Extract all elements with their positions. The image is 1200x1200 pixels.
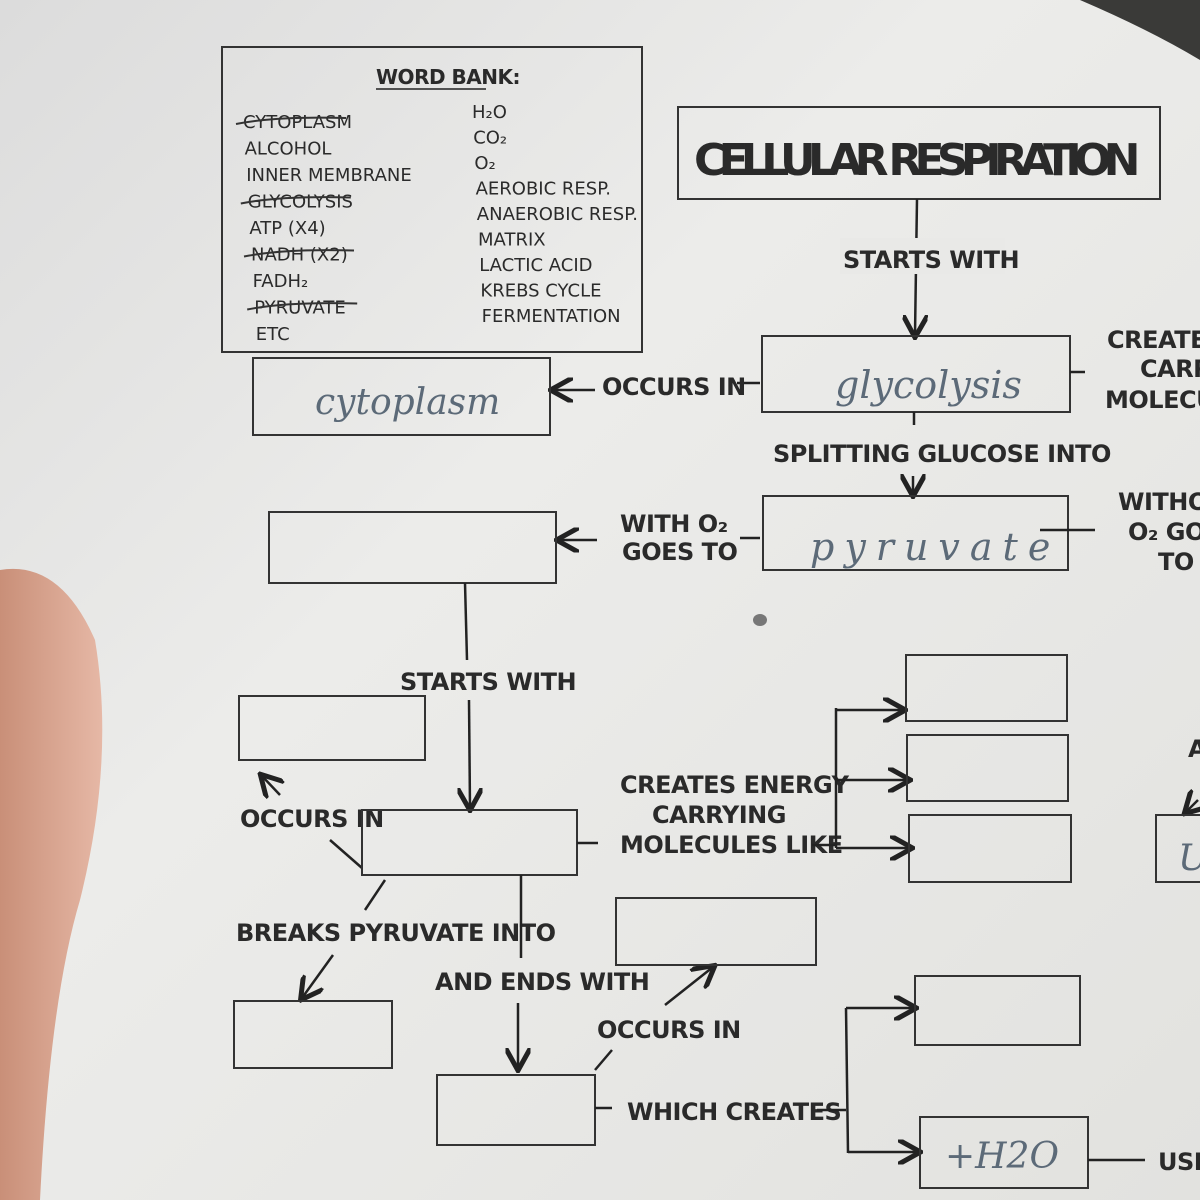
- word-bank-item: ANAEROBIC RESP.: [477, 204, 638, 225]
- answer-box-energy-1[interactable]: [905, 654, 1068, 722]
- word-bank-item: KREBS CYCLE: [480, 281, 601, 302]
- answer-box-co2[interactable]: [233, 1000, 393, 1069]
- label-carr: CARR: [1140, 355, 1200, 383]
- answer-box-pyruvate[interactable]: [762, 495, 1069, 571]
- handwritten-glycolysis: glycolysis: [835, 363, 1022, 407]
- word-bank-item: NADH (X2): [251, 245, 348, 266]
- word-bank-item: FERMENTATION: [482, 306, 621, 327]
- word-bank-item: H₂O: [472, 102, 507, 123]
- answer-box-inner-membrane[interactable]: [615, 897, 817, 966]
- label-partial-a: A: [1188, 735, 1200, 763]
- paper-spot: [753, 614, 767, 626]
- word-bank-item: GLYCOLYSIS: [248, 192, 353, 213]
- label-occurs-in-3: OCCURS IN: [597, 1016, 741, 1044]
- answer-box-etc[interactable]: [436, 1074, 596, 1146]
- answer-box-cytoplasm[interactable]: [252, 357, 551, 436]
- word-bank-item: INNER MEMBRANE: [246, 165, 412, 186]
- word-bank-item: ALCOHOL: [245, 139, 332, 160]
- label-goes-to: GOES TO: [622, 538, 738, 566]
- answer-box-glycolysis[interactable]: [761, 335, 1071, 413]
- word-bank-item: ATP (X4): [249, 218, 325, 239]
- strikethrough-mark: [243, 249, 355, 258]
- word-bank-item: PYRUVATE: [254, 298, 346, 319]
- strikethrough-mark: [235, 116, 347, 125]
- label-and-ends-with: AND ENDS WITH: [435, 968, 649, 996]
- handwritten-cytoplasm: cytoplasm: [315, 382, 500, 423]
- label-carrying: CARRYING: [652, 801, 786, 829]
- title-box: [677, 106, 1161, 200]
- label-to: TO: [1158, 548, 1194, 576]
- answer-box-atp[interactable]: [914, 975, 1081, 1046]
- word-bank-item: FADH₂: [253, 271, 309, 292]
- label-breaks-pyruvate: BREAKS PYRUVATE INTO: [236, 919, 556, 947]
- label-usi: USI: [1158, 1148, 1200, 1176]
- answer-box-right[interactable]: [1155, 814, 1200, 883]
- label-creates: CREATES: [1107, 326, 1200, 354]
- page-title: CELLULAR RESPIRATION: [694, 135, 1140, 186]
- label-starts-with-2: STARTS WITH: [400, 668, 576, 696]
- label-which-creates: WHICH CREATES: [627, 1098, 841, 1126]
- label-without: WITHOU: [1118, 488, 1200, 516]
- label-creates-energy: CREATES ENERGY: [620, 771, 850, 799]
- word-bank-item: CYTOPLASM: [243, 112, 352, 133]
- answer-box-energy-2[interactable]: [906, 734, 1069, 802]
- answer-box-aerobic[interactable]: [268, 511, 557, 584]
- strikethrough-mark: [240, 196, 351, 205]
- word-bank-item: ETC: [256, 324, 290, 345]
- label-molecules-like: MOLECULES LIKE: [620, 831, 843, 859]
- handwritten-h2o: +H2O: [945, 1136, 1059, 1177]
- strikethrough-mark: [247, 302, 358, 311]
- answer-box-h2o[interactable]: [919, 1116, 1089, 1189]
- word-bank-item: O₂: [474, 153, 495, 174]
- label-molecul: MOLECUL: [1105, 386, 1200, 414]
- label-splitting-glucose: SPLITTING GLUCOSE INTO: [773, 440, 1111, 468]
- label-starts-with: STARTS WITH: [843, 246, 1019, 274]
- answer-box-matrix[interactable]: [238, 695, 426, 761]
- word-bank: WORD BANK: CYTOPLASM ALCOHOL INNER MEMBRAN…: [221, 46, 643, 353]
- word-bank-item: CO₂: [473, 128, 507, 149]
- background-corner: [1080, 0, 1200, 60]
- handwritten-u: U: [1178, 838, 1200, 879]
- label-o2-goes: O₂ GOE: [1128, 518, 1200, 546]
- word-bank-item: LACTIC ACID: [479, 255, 592, 276]
- label-occurs-in: OCCURS IN: [602, 373, 746, 401]
- word-bank-item: AEROBIC RESP.: [476, 179, 611, 200]
- label-with-o2: WITH O₂: [620, 510, 728, 538]
- handwritten-pyruvate: pyruvate: [810, 525, 1060, 569]
- label-occurs-in-2: OCCURS IN: [240, 805, 384, 833]
- answer-box-energy-3[interactable]: [908, 814, 1072, 883]
- word-bank-item: MATRIX: [478, 230, 546, 251]
- word-bank-title: WORD BANK:: [376, 65, 520, 89]
- hand-thumb: [0, 568, 103, 1200]
